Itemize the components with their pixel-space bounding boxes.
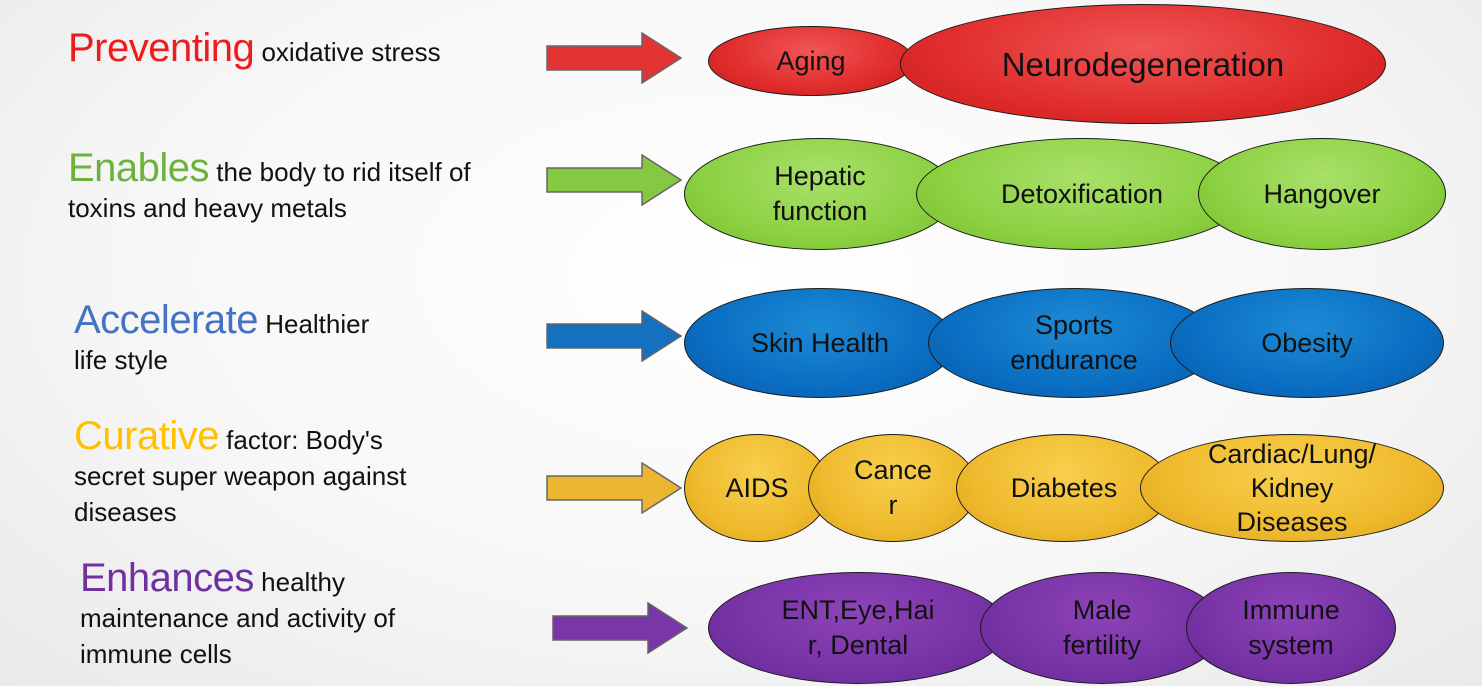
row-label-accelerate: Accelerate Healthier life style — [74, 300, 370, 378]
row-keyword: Enables — [68, 146, 210, 190]
row-description: healthy maintenance and activity of immu… — [80, 567, 396, 669]
row-keyword: Enhances — [80, 556, 254, 600]
arrow-right-icon — [546, 462, 682, 514]
ellipse-skin-health: Skin Health — [684, 288, 956, 398]
ellipse-aids: AIDS — [684, 434, 830, 542]
row-description: the body to rid itself of toxins and hea… — [68, 157, 471, 223]
ellipse-neurodegeneration: Neurodegeneration — [900, 4, 1386, 124]
arrow-right-icon — [546, 154, 682, 206]
ellipse-ent-eye-hair-dental: ENT,Eye,Hai r, Dental — [708, 572, 1008, 684]
row-keyword: Accelerate — [74, 298, 258, 342]
ellipse-hangover: Hangover — [1198, 138, 1446, 250]
row-description: oxidative stress — [254, 37, 441, 67]
row-keyword: Preventing — [68, 26, 255, 70]
row-label-preventing: Preventing oxidative stress — [68, 28, 441, 70]
ellipse-hepatic-function: Hepatic function — [684, 138, 956, 250]
row-label-enhances: Enhances healthy maintenance and activit… — [80, 558, 396, 672]
row-label-enables: Enables the body to rid itself of toxins… — [68, 148, 471, 226]
row-keyword: Curative — [74, 414, 219, 458]
arrow-right-icon — [552, 602, 688, 654]
ellipse-detoxification: Detoxification — [916, 138, 1248, 250]
row-description: Healthier life style — [74, 309, 370, 375]
ellipse-immune-system: Immune system — [1186, 572, 1396, 684]
ellipse-aging: Aging — [708, 26, 914, 96]
ellipse-cancer: Cance r — [808, 434, 978, 542]
arrow-right-icon — [546, 32, 682, 84]
row-label-curative: Curative factor: Body's secret super wea… — [74, 416, 407, 530]
ellipse-diabetes: Diabetes — [956, 434, 1172, 542]
ellipse-obesity: Obesity — [1170, 288, 1444, 398]
row-description: factor: Body's secret super weapon again… — [74, 425, 407, 527]
ellipse-cardiac-lung-kidney-diseases: Cardiac/Lung/ Kidney Diseases — [1140, 434, 1444, 542]
arrow-right-icon — [546, 310, 682, 362]
